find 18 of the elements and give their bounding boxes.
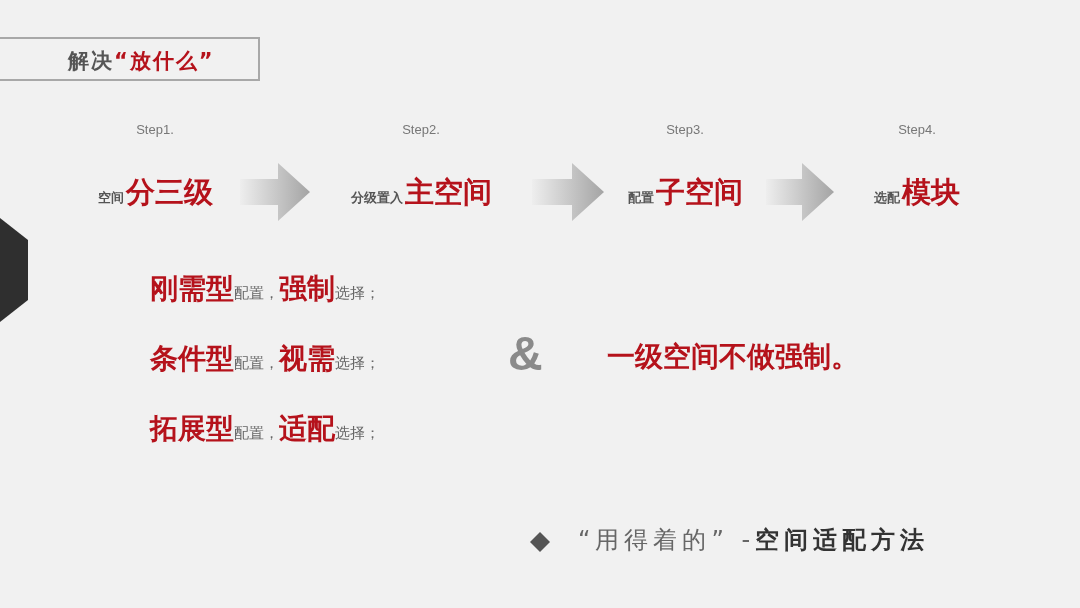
config-rule: 条件型配置，视需选择； [150,341,380,377]
block-arrow [766,163,834,221]
footer-caption: “用得着的” -空间适配方法 [578,525,930,556]
step-label: Step3. [665,122,705,137]
config-rule: 拓展型配置，适配选择； [150,411,380,447]
step-label: Step2. [401,122,441,137]
step-title: 分级置入主空间 [349,174,493,211]
config-rule: 刚需型配置，强制选择； [150,271,380,307]
block-arrow [532,163,604,221]
block-arrow [240,163,310,221]
step-label: Step1. [135,122,175,137]
step-title: 配置子空间 [626,174,744,211]
title: 解决“放什么” [68,48,215,75]
rule-statement: 一级空间不做强制。 [607,339,859,375]
step-label: Step4. [897,122,937,137]
step-title: 选配模块 [873,174,961,211]
ampersand: & [508,326,543,381]
step-title: 空间分三级 [96,174,214,211]
